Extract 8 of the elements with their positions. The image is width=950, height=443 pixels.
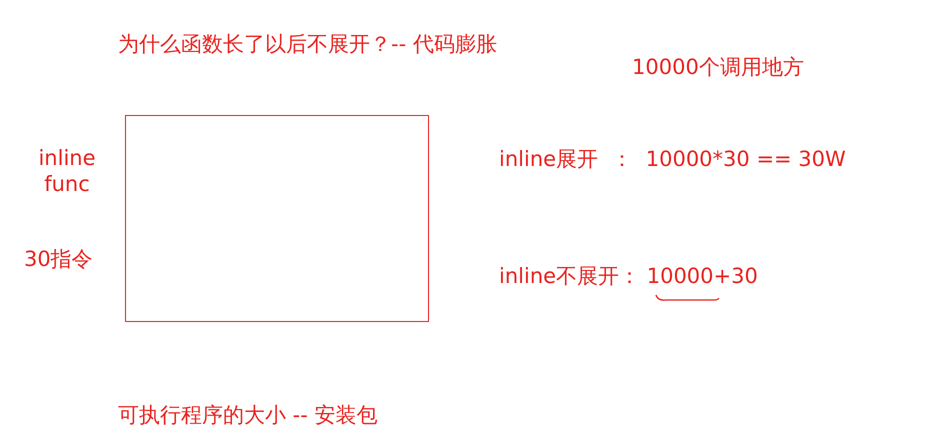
note-text: 可执行程序的大小 -- 安装包 [118,402,378,428]
heading-text: 为什么函数长了以后不展开？-- 代码膨胀 [118,31,497,57]
note-text: inline展开 ： 10000*30 == 30W [499,146,846,172]
note-text: 10000个调用地方 [632,54,804,80]
empty-box [125,115,429,322]
side-note: 30指令 [24,246,93,272]
side-note: inline func [37,145,97,197]
note-text: inline不展开： 10000+30 [499,263,758,289]
